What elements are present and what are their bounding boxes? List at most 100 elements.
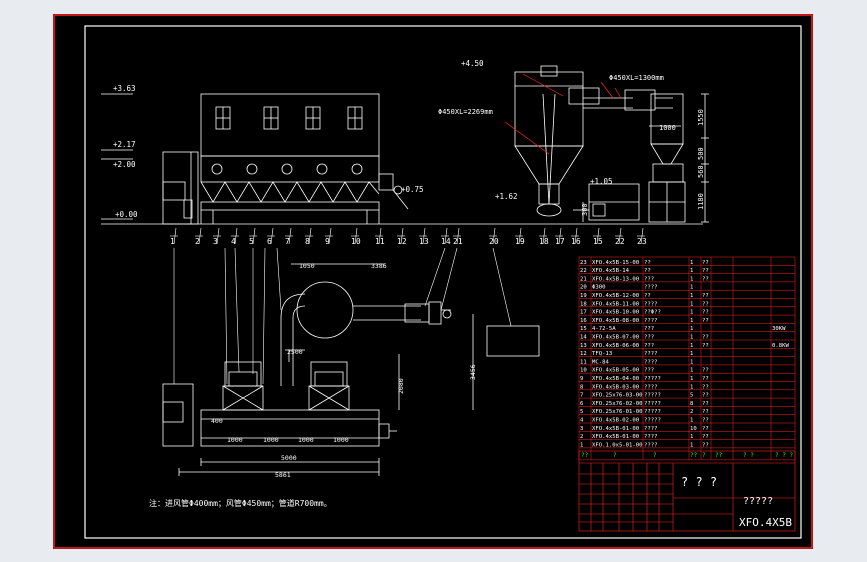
bom-cell: 1 [690, 359, 693, 365]
bom-cell: ?? [702, 434, 709, 440]
plan-cyclone [296, 281, 354, 339]
bom-cell: 17 [580, 310, 587, 316]
bom-cell: 19 [580, 293, 587, 299]
bom-cell: ?? [644, 260, 651, 266]
callout-number: 9 [325, 237, 330, 246]
bom-cell: 13 [580, 343, 587, 349]
bom-cell: ??? [644, 368, 654, 374]
elevation-view [101, 65, 709, 225]
title-text: ? ? ? ????? XFO.4X5B [681, 475, 792, 529]
elevation-label: +2.17 [113, 140, 136, 149]
bom-cell: ?? [702, 318, 709, 324]
bom-cell: ????? [644, 409, 661, 415]
bom-cell: 8 [690, 401, 694, 407]
secondary-cyclone [650, 93, 684, 145]
bom-cell: ?? [702, 260, 709, 266]
dimension-label: 560 [697, 165, 705, 178]
dimension-label: 5861 [275, 471, 291, 479]
callout-number: 2 [195, 237, 200, 246]
callout-number: 16 [571, 237, 581, 246]
bom-cell: 22 [580, 268, 587, 274]
bom-cell: 10 [580, 368, 587, 374]
callout-number: 7 [285, 237, 290, 246]
callout-number: 10 [351, 237, 361, 246]
bom-cell: XFO.4x5B-14 [592, 268, 630, 274]
dimension-label: 1180 [697, 193, 705, 210]
bom-cell: ?? [644, 293, 651, 299]
bom-cell: ?? [702, 335, 709, 341]
callout-number: 15 [593, 237, 603, 246]
elevation-label: +3.63 [113, 84, 136, 93]
bom-cell: ??Φ?? [644, 310, 661, 316]
bom-header-cell: ? ? ? [775, 452, 793, 459]
bom-cell: ?? [702, 384, 709, 390]
bom-cell: XFO.4x5B-13-00 [592, 276, 639, 282]
bom-cell: 1 [690, 268, 693, 274]
dryer-fluid-bed [200, 155, 380, 183]
bom-cell: 1 [690, 335, 693, 341]
bom-cell: ????? [644, 418, 661, 424]
elevation-label: +1.62 [495, 192, 518, 201]
bom-cell: ?? [702, 293, 709, 299]
bom-header-cell: ?? [690, 452, 698, 459]
bom-cell: ?? [702, 343, 709, 349]
dimension-label: 3456 [469, 364, 477, 380]
bom-cell: ?? [644, 268, 651, 274]
bom-cell: 1 [690, 276, 693, 282]
callout-number: 19 [515, 237, 525, 246]
bom-cell: 1 [690, 293, 693, 299]
bom-cell: 1 [690, 285, 693, 291]
bom-cell: ?? [702, 276, 709, 282]
dimension-label: 1050 [299, 262, 315, 270]
bom-cell: 3 [580, 426, 583, 432]
bom-cell: 16 [580, 318, 587, 324]
bom-cell: 4 [580, 418, 584, 424]
callout-number: 22 [615, 237, 625, 246]
dimension-label: 1000 [227, 436, 243, 444]
dimension-label: 2500 [287, 348, 303, 356]
elevation-label: +2.00 [113, 160, 136, 169]
bom-cell: 1 [690, 260, 693, 266]
bom-cell: 0.8KW [772, 343, 789, 349]
bom-cell: Φ300 [592, 285, 605, 291]
dimension-label: 1000 [298, 436, 314, 444]
bom-cell: 1 [690, 418, 693, 424]
bom-cell: 18 [580, 301, 587, 307]
bom-cell: ??? [644, 335, 654, 341]
bom-cell: ?? [702, 301, 709, 307]
bom-cell: 1 [690, 343, 693, 349]
bom-cell: ?? [702, 393, 709, 399]
elevation-label: +1.05 [590, 177, 613, 186]
bom-header-cell: ? ? [743, 452, 754, 459]
bom-cell: 6 [580, 401, 583, 407]
bom-cell: XFO.4x5B-01-00 [592, 426, 639, 432]
callout-number: 18 [539, 237, 549, 246]
plan-dimensions: 1050 3386 2500 2080 3456 400 1000 1000 1… [211, 262, 477, 479]
bom-cell: XFO.4x5B-05-00 [592, 368, 639, 374]
bom-cell: MC-84 [592, 359, 609, 365]
bom-cell: 11 [580, 359, 587, 365]
bom-cell: 10 [690, 426, 697, 432]
plan-silencer-box [486, 325, 540, 357]
bom-cell: 15 [580, 326, 587, 332]
bom-cell: 1 [690, 384, 693, 390]
bom-cell: ???? [644, 426, 657, 432]
bom-cell: ?? [702, 376, 709, 382]
title-company: ????? [743, 496, 773, 507]
callout-number: 5 [249, 237, 254, 246]
callout-number: 14 [441, 237, 451, 246]
dimension-label: 5000 [281, 454, 297, 462]
bom-cell: ?? [702, 442, 709, 448]
bom-cell: ???? [644, 359, 657, 365]
bom-cell: ?? [702, 310, 709, 316]
bom-cell: 2 [580, 434, 583, 440]
bom-cell: 4-72-5A [592, 326, 616, 332]
bom-cell: 30KW [772, 326, 786, 332]
bom-cell: XFO.4x5B-08-00 [592, 318, 639, 324]
bom-cell: ?? [702, 426, 709, 432]
bom-cell: ?? [702, 401, 709, 407]
outer-border [53, 14, 813, 549]
bom-cell: 1 [690, 326, 693, 332]
